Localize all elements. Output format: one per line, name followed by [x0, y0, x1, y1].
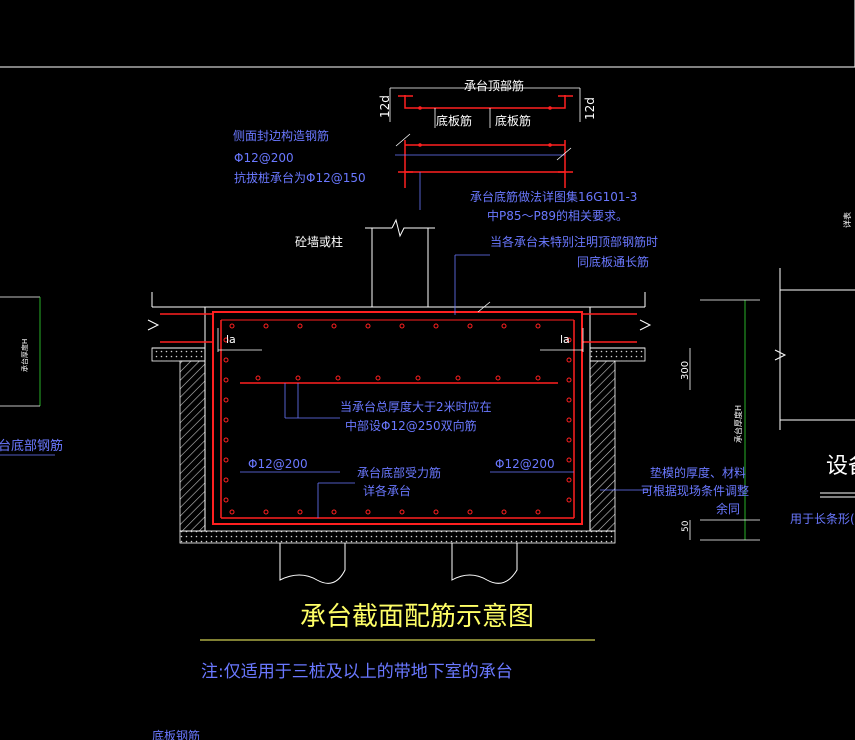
rebar-dot: [399, 323, 405, 329]
rebar-dot: [331, 509, 337, 515]
label-mid-note-1: 当承台总厚度大于2米时应在: [340, 399, 492, 414]
rebar-dot: [415, 375, 421, 381]
rebar-dot: [535, 323, 541, 329]
label-bottom-detail-2: 中P85～P89的相关要求。: [487, 208, 628, 223]
label-wall-col: 砼墙或柱: [295, 234, 343, 249]
rebar-dot: [255, 375, 261, 381]
label-mid-note-2: 中部设Φ12@250双向筋: [345, 418, 477, 433]
rebar-dot: [566, 397, 572, 403]
rebar-dot: [455, 375, 461, 381]
label-main-rebar-2: 详各承台: [363, 483, 411, 498]
label-side-rebar-2: Φ12@200: [234, 151, 294, 165]
label-top-note-1: 当各承台未特别注明顶部钢筋时: [490, 234, 658, 249]
rebar-dot: [365, 323, 371, 329]
label-bottom-rebar-left: 底板筋: [436, 113, 472, 128]
label-la-left: la: [226, 333, 236, 346]
label-left-dim-h: 承台厚度H: [20, 339, 29, 372]
rebar-dot: [223, 477, 229, 483]
rebar-dot: [501, 323, 507, 329]
rebar-dot: [566, 437, 572, 443]
rebar-dot: [297, 323, 303, 329]
rebar-dot: [566, 337, 572, 343]
label-main-rebar-1: 承台底部受力筋: [357, 465, 441, 480]
rebar-dot: [566, 357, 572, 363]
rebar-dot: [501, 509, 507, 515]
drawing-title: 承台截面配筋示意图: [300, 602, 534, 632]
label-dim-h: 承台厚度H: [733, 405, 743, 443]
label-dim-50: 50: [681, 520, 691, 532]
rebar-dot: [365, 509, 371, 515]
label-side-rebar-3: 抗拔桩承台为Φ12@150: [234, 170, 366, 185]
label-bottom-cut: 底板钢筋: [152, 728, 200, 740]
rebar-dot: [566, 417, 572, 423]
rebar-dot: [566, 497, 572, 503]
right-fragment: [774, 268, 855, 498]
rebar-dot: [535, 375, 541, 381]
label-hook-right: 12d: [583, 97, 597, 120]
label-dim-300: 300: [680, 361, 691, 380]
rebar-dot: [399, 509, 405, 515]
rebar-dot: [433, 323, 439, 329]
rebar-dot: [433, 509, 439, 515]
rebar-dot: [229, 509, 235, 515]
rebar-dot: [223, 457, 229, 463]
rebar-dot: [495, 375, 501, 381]
label-right-design: 设备: [826, 454, 855, 479]
rebar-dot: [223, 397, 229, 403]
label-la-right: la: [560, 333, 570, 346]
rebar-dot: [375, 375, 381, 381]
rebar-dot: [295, 375, 301, 381]
rebar-dot: [223, 357, 229, 363]
rebar-dot: [223, 337, 229, 343]
rebar-dot: [566, 457, 572, 463]
rebar-dot: [331, 323, 337, 329]
rebar-dot: [467, 509, 473, 515]
rebar-dot: [223, 497, 229, 503]
label-hook-left: 12d: [378, 95, 392, 118]
rebar-dot: [566, 377, 572, 383]
label-cushion-1: 垫模的厚度、材料: [650, 465, 746, 480]
label-phi-right: Φ12@200: [495, 457, 555, 471]
rebar-dot: [467, 323, 473, 329]
label-left-rebar: 台底部钢筋: [0, 438, 63, 454]
rebar-dot: [566, 477, 572, 483]
rebar-dot: [335, 375, 341, 381]
label-cushion-3: 余同: [716, 501, 740, 516]
label-far-right-top: 详表: [842, 212, 852, 228]
label-top-rebar: 承台顶部筋: [464, 78, 524, 93]
drawing-note: 注:仅适用于三桩及以上的带地下室的承台: [201, 662, 513, 682]
rebar-dot: [297, 509, 303, 515]
rebar-dot: [229, 323, 235, 329]
rebar-dot: [535, 509, 541, 515]
rebar-dot: [223, 417, 229, 423]
label-side-rebar-1: 侧面封边构造钢筋: [233, 128, 329, 143]
rebar-dot: [263, 509, 269, 515]
label-phi-left: Φ12@200: [248, 457, 308, 471]
pile-cap-section: [147, 218, 760, 584]
label-bottom-detail-1: 承台底筋做法详图集16G101-3: [470, 189, 637, 204]
left-fragment: [0, 296, 55, 456]
label-cushion-2: 可根据现场条件调整: [641, 483, 749, 498]
label-bottom-rebar-right: 底板筋: [495, 113, 531, 128]
rebar-dot: [223, 437, 229, 443]
rebar-dots: [223, 323, 572, 515]
rebar-dot: [263, 323, 269, 329]
rebar-dot: [223, 377, 229, 383]
top-rebar-detail: [389, 87, 581, 210]
label-right-note: 用于长条形(: [790, 512, 855, 526]
label-top-note-2: 同底板通长筋: [577, 254, 649, 269]
